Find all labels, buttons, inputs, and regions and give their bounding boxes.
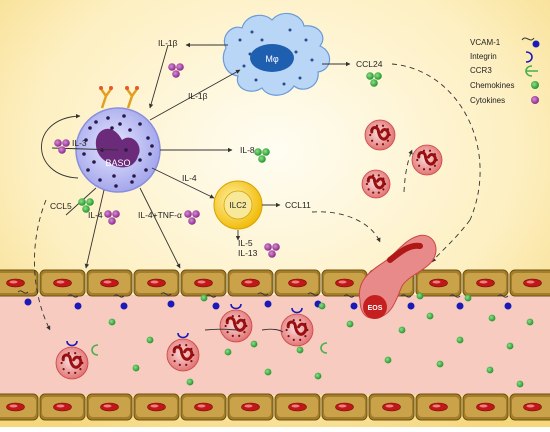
chemokine-icon: [531, 81, 539, 89]
endothelial-cell: [462, 393, 509, 421]
cytokine-cluster: [54, 139, 70, 154]
endothelium-top: [0, 269, 550, 297]
migration-paths: [34, 63, 481, 331]
endothelial-cell: [509, 393, 550, 421]
vcam1-icon: [257, 292, 272, 308]
endothelial-cell: [274, 269, 321, 297]
vcam1-icon: [113, 294, 128, 310]
integrin-receptors: [66, 303, 328, 356]
mediator-clusters: [54, 63, 382, 258]
cytokine-cluster: [264, 243, 280, 258]
legend-label-ccr3: CCR3: [470, 66, 492, 75]
eosinophil-transmigrating: EOS: [358, 234, 437, 319]
legend-label-cytokines: Cytokines: [470, 96, 505, 105]
label-ccl5: CCL5: [50, 201, 72, 211]
vcam1-icon: [449, 294, 464, 310]
eosinophil: [55, 346, 89, 380]
baso-label: BASO: [105, 158, 130, 168]
eosinophils-vessel: [55, 303, 328, 380]
eosinophil: [411, 144, 443, 176]
endothelial-cell: [321, 393, 368, 421]
label-il8: IL-8: [240, 145, 255, 155]
macrophage: Mφ: [222, 12, 331, 96]
cytokine-cluster: [168, 63, 184, 78]
vcam1-icon: [205, 294, 220, 310]
legend: VCAM-1 Integrin CCR3 Chemokines Cytokine…: [470, 37, 540, 105]
endothelial-cell: [509, 269, 550, 297]
label-il4-ilc2: IL-4: [182, 173, 197, 183]
chemokine-cluster: [78, 198, 94, 213]
ilc2-cell: ILC2: [213, 180, 263, 230]
eosinophil: [166, 338, 200, 372]
label-il1b-mid: IL-1β: [188, 91, 208, 101]
legend-label-chemokines: Chemokines: [470, 81, 514, 90]
receptor-icon: [99, 86, 139, 109]
endothelial-cell: [415, 269, 462, 297]
legend-label-integrin: Integrin: [470, 52, 497, 61]
endothelial-cell: [415, 393, 462, 421]
eos-label: EOS: [368, 305, 383, 312]
ilc2-label: ILC2: [230, 201, 247, 210]
label-ccl11: CCL11: [285, 200, 311, 210]
endothelium-bottom: [0, 393, 550, 421]
endothelial-cell: [180, 269, 227, 297]
endothelial-cell: [180, 393, 227, 421]
endothelial-cell: [86, 393, 133, 421]
endothelial-cell: [227, 393, 274, 421]
label-ccl24: CCL24: [356, 59, 383, 69]
endothelial-cell: [86, 269, 133, 297]
vcam1-icon: [160, 292, 175, 308]
vcam1-icon: [17, 290, 32, 306]
cytokine-icon: [531, 96, 539, 104]
blood-vessel-lumen: [0, 295, 550, 395]
macrophage-label: Mφ: [265, 54, 278, 64]
signal-arrows: [41, 42, 351, 269]
eosinophil: [219, 309, 253, 343]
vcam1-icon: [343, 294, 358, 310]
label-il4-tnfa: IL-4+TNF-α: [138, 210, 182, 220]
endothelial-cell: [274, 393, 321, 421]
label-il4: IL-4: [88, 210, 103, 220]
endothelial-cell: [227, 269, 274, 297]
free-chemokines: [108, 292, 534, 388]
cytokine-cluster: [104, 210, 120, 225]
integrin-icon: [525, 51, 533, 63]
eosinophils-tissue: [361, 119, 443, 199]
eosinophil: [364, 119, 396, 151]
endothelial-cell: [133, 269, 180, 297]
endothelial-cell: [462, 269, 509, 297]
label-il1b-top: IL-1β: [158, 38, 178, 48]
vcam1-molecules: [17, 290, 512, 310]
endothelial-cell: [39, 393, 86, 421]
endothelial-cell: [133, 393, 180, 421]
vcam1-icon: [400, 294, 415, 310]
endothelial-cell: [321, 269, 368, 297]
label-il13: IL-13: [238, 248, 258, 258]
vcam1-icon: [521, 37, 540, 48]
endothelial-cell: [0, 393, 39, 421]
endothelial-cell: [0, 269, 39, 297]
vcam1-icon: [497, 294, 512, 310]
label-il5: IL-5: [238, 238, 253, 248]
endothelial-cell: [368, 393, 415, 421]
chemokine-cluster: [254, 148, 270, 163]
eosinophil: [361, 169, 391, 199]
cytokine-cluster: [184, 210, 200, 225]
label-il3: IL-3: [72, 138, 87, 148]
endothelial-cell: [39, 269, 86, 297]
chemokine-cluster: [366, 72, 382, 87]
eosinophil: [280, 313, 314, 347]
vcam1-icon: [67, 294, 82, 310]
legend-label-vcam1: VCAM-1: [470, 38, 501, 47]
ccr3-icon: [525, 65, 538, 77]
